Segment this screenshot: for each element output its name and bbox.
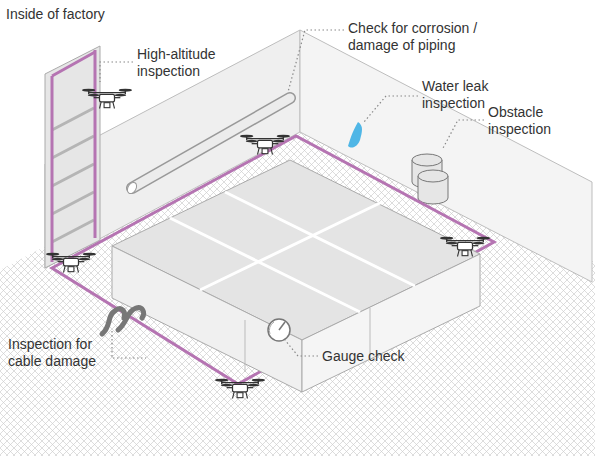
callout-label: Obstacle inspection (488, 104, 588, 138)
callout-label: Check for corrosion / damage of piping (348, 20, 498, 54)
gauge (268, 319, 290, 341)
drones (46, 89, 490, 399)
machinery (112, 160, 480, 392)
callout-label: High-altitude inspection (137, 46, 237, 80)
cable (102, 308, 144, 334)
callout-label: Inspection for cable damage (8, 336, 123, 370)
water-leak (348, 122, 362, 148)
shelf-boards (52, 108, 94, 242)
tanks (412, 154, 448, 204)
callout-label: Gauge check (322, 348, 442, 365)
shelf-rack (45, 46, 100, 268)
callout-label: Inside of factory (6, 6, 206, 23)
